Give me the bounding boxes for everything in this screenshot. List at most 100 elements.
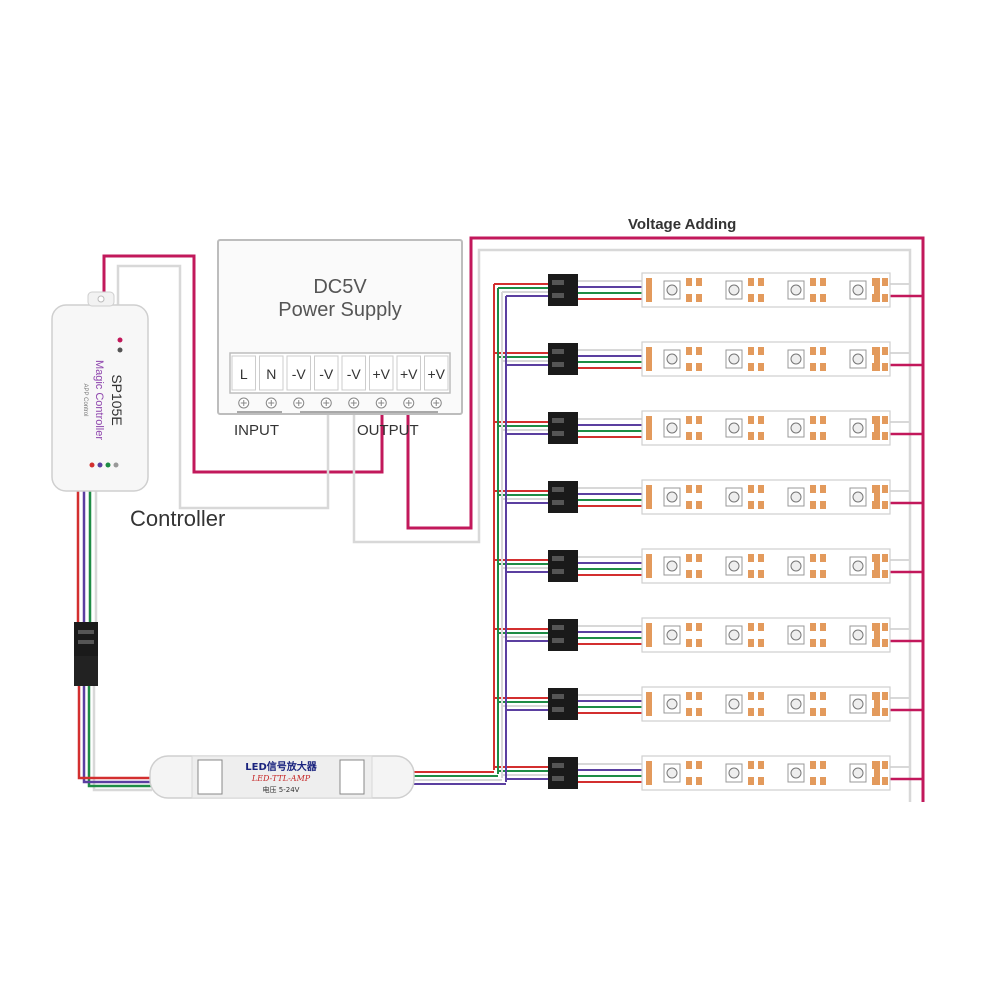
led-lens xyxy=(790,284,802,296)
strip-connector xyxy=(548,343,578,375)
led-lens xyxy=(852,422,864,434)
copper-pad xyxy=(758,777,764,785)
copper-pad xyxy=(748,501,754,509)
terminal-slot xyxy=(369,355,394,391)
connector-latch xyxy=(552,487,564,492)
copper-pad xyxy=(820,623,826,631)
copper-pad xyxy=(874,623,880,647)
copper-pad xyxy=(882,554,888,562)
led-lens xyxy=(790,698,802,710)
connector-latch xyxy=(552,349,564,354)
copper-pad xyxy=(686,777,692,785)
copper-pad xyxy=(646,347,652,371)
led-strip xyxy=(641,341,891,377)
copper-pad xyxy=(810,278,816,286)
copper-pad xyxy=(758,294,764,302)
controller-label: Controller xyxy=(130,506,226,531)
copper-pad xyxy=(758,639,764,647)
led-strip xyxy=(641,617,891,653)
amplifier-voltage-text: 电压 5-24V xyxy=(263,785,300,794)
terminal-slot xyxy=(396,355,421,391)
copper-pad xyxy=(810,432,816,440)
amplifier-input-wire xyxy=(92,684,152,792)
copper-pad xyxy=(696,639,702,647)
copper-pad xyxy=(882,347,888,355)
copper-pad xyxy=(758,692,764,700)
connector-body xyxy=(548,619,578,651)
strip-connector xyxy=(548,550,578,582)
terminal-label: +V xyxy=(427,366,445,382)
copper-pad xyxy=(810,708,816,716)
copper-pad xyxy=(758,761,764,769)
output-label: OUTPUT xyxy=(357,422,419,439)
copper-pad xyxy=(810,363,816,371)
signal-amplifier: LED信号放大器 LED-TTL-AMP 电压 5-24V xyxy=(149,755,415,799)
led-lens xyxy=(790,560,802,572)
copper-pad xyxy=(882,485,888,493)
led-lens xyxy=(852,767,864,779)
copper-pad xyxy=(758,432,764,440)
terminal-label: +V xyxy=(399,366,418,382)
copper-pad xyxy=(820,485,826,493)
led-lens xyxy=(728,422,740,434)
copper-pad xyxy=(696,692,702,700)
copper-pad xyxy=(748,554,754,562)
copper-pad xyxy=(686,432,692,440)
copper-pad xyxy=(686,501,692,509)
copper-pad xyxy=(696,554,702,562)
copper-pad xyxy=(686,363,692,371)
copper-pad xyxy=(882,363,888,371)
copper-pad xyxy=(874,278,880,302)
copper-pad xyxy=(810,639,816,647)
led-lens xyxy=(666,353,678,365)
controller-device: SP105E Magic Controller APP Control xyxy=(51,291,149,492)
copper-pad xyxy=(696,485,702,493)
led-lens xyxy=(666,629,678,641)
amplifier-input-wire xyxy=(77,684,152,780)
copper-pad xyxy=(686,416,692,424)
terminal-slot xyxy=(424,355,449,391)
copper-pad xyxy=(748,485,754,493)
copper-pad xyxy=(696,623,702,631)
copper-pad xyxy=(696,501,702,509)
copper-pad xyxy=(810,501,816,509)
copper-pad xyxy=(686,570,692,578)
copper-pad xyxy=(810,554,816,562)
led-lens xyxy=(728,629,740,641)
terminal-label: -V xyxy=(291,366,306,382)
copper-pad xyxy=(810,416,816,424)
led-lens xyxy=(728,560,740,572)
led-lens xyxy=(666,284,678,296)
led-lens xyxy=(852,284,864,296)
copper-pad xyxy=(646,554,652,578)
connector-latch xyxy=(552,569,564,574)
controller-brand-text: Magic Controller xyxy=(93,360,105,440)
copper-pad xyxy=(748,570,754,578)
strip-pcb xyxy=(641,341,891,377)
copper-pad xyxy=(748,416,754,424)
led-lens xyxy=(666,560,678,572)
strip-pcb xyxy=(641,617,891,653)
copper-pad xyxy=(758,501,764,509)
connector-body xyxy=(548,274,578,306)
copper-pad xyxy=(820,416,826,424)
copper-pad xyxy=(810,294,816,302)
led-strip xyxy=(641,755,891,791)
strip-connector xyxy=(548,481,578,513)
copper-pad xyxy=(758,570,764,578)
voltage-adding-positive-wire xyxy=(406,236,925,802)
connector-body xyxy=(548,688,578,720)
copper-pad xyxy=(882,639,888,647)
copper-pad xyxy=(696,278,702,286)
amplifier-input-wire xyxy=(87,684,152,788)
copper-pad xyxy=(758,708,764,716)
led-lens xyxy=(728,284,740,296)
controller-model-text: SP105E xyxy=(109,374,125,425)
copper-pad xyxy=(874,554,880,578)
led-lens xyxy=(852,491,864,503)
copper-pad xyxy=(686,623,692,631)
copper-pad xyxy=(882,501,888,509)
copper-pad xyxy=(758,416,764,424)
